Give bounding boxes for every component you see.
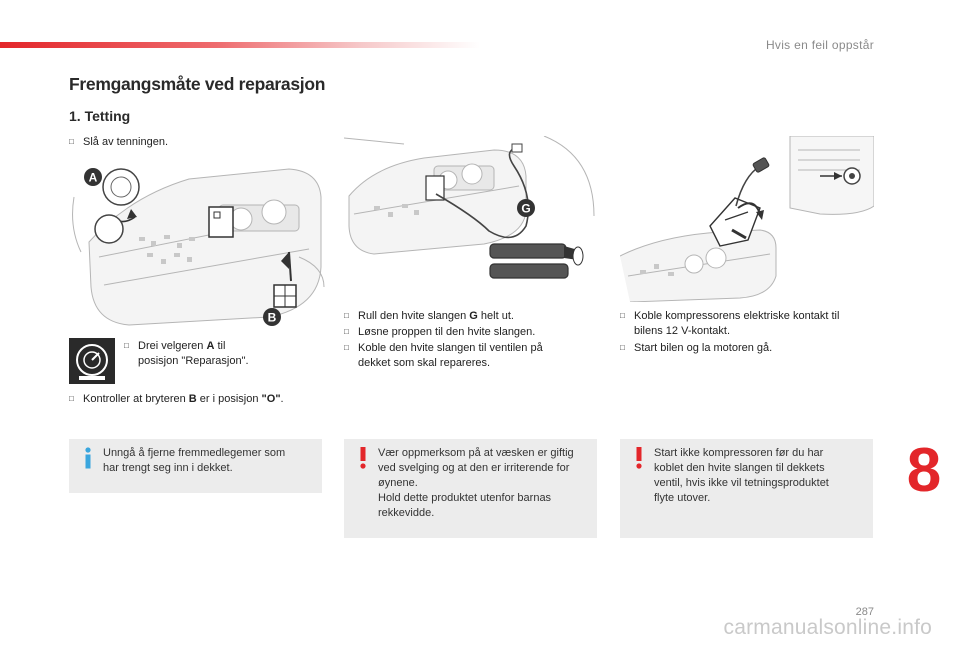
label-b-badge <box>263 308 281 326</box>
checkbox-icon: □ <box>620 311 625 320</box>
info-note: Unngå å fjerne fremmedlegemer som har tr… <box>69 439 322 493</box>
wheel-repair-icon <box>76 344 108 380</box>
checkbox-icon: □ <box>344 327 349 336</box>
dial-thumbnail <box>69 338 115 384</box>
label-g: G <box>521 202 530 216</box>
step-start-car: □Start bilen og la motoren gå. <box>620 342 773 354</box>
step-turn-dial: □Drei velgeren A til posisjon "Reparasjo… <box>124 340 249 367</box>
section-title: Hvis en feil oppstår <box>765 38 874 52</box>
warning-note-compressor: Start ikke kompressoren før du har koble… <box>620 439 873 538</box>
step-check-switch: □Kontroller at bryteren B er i posisjon … <box>69 393 284 405</box>
header-accent-bar <box>0 42 480 48</box>
step-connect-power: □Koble kompressorens elektriske kontakt … <box>620 310 840 337</box>
label-g-badge <box>517 199 535 217</box>
step-ignition-off: □Slå av tenningen. <box>69 136 169 148</box>
warning-icon <box>360 447 366 469</box>
label-a: A <box>89 171 98 185</box>
chapter-number: 8 <box>906 436 942 505</box>
compressor-dial-illustration: A B <box>72 168 325 326</box>
warning-icon <box>636 447 642 469</box>
warning-note-toxic: Vær oppmerksom på at væsken er giftig ve… <box>344 439 597 538</box>
chapter-tab <box>886 434 960 508</box>
label-b: B <box>268 311 277 325</box>
step-remove-cap: □Løsne proppen til den hvite slangen. <box>344 326 536 338</box>
checkbox-icon: □ <box>69 137 74 146</box>
step-unroll-hose: □Rull den hvite slangen G helt ut. <box>344 310 514 322</box>
step-heading: 1. Tetting <box>69 108 131 124</box>
checkbox-icon: □ <box>69 394 74 403</box>
info-icon <box>85 447 91 469</box>
watermark: carmanualsonline.info <box>723 616 932 639</box>
checkbox-icon: □ <box>620 343 625 352</box>
page-number: 287 <box>855 606 874 618</box>
page-title: Fremgangsmåte ved reparasjon <box>69 74 326 94</box>
checkbox-icon: □ <box>344 343 349 352</box>
label-a-badge <box>84 168 102 186</box>
step-connect-valve: □Koble den hvite slangen til ventilen på… <box>344 342 543 369</box>
power-socket-illustration <box>620 136 874 302</box>
checkbox-icon: □ <box>124 341 129 350</box>
checkbox-icon: □ <box>344 311 349 320</box>
hose-illustration: G <box>344 136 595 279</box>
